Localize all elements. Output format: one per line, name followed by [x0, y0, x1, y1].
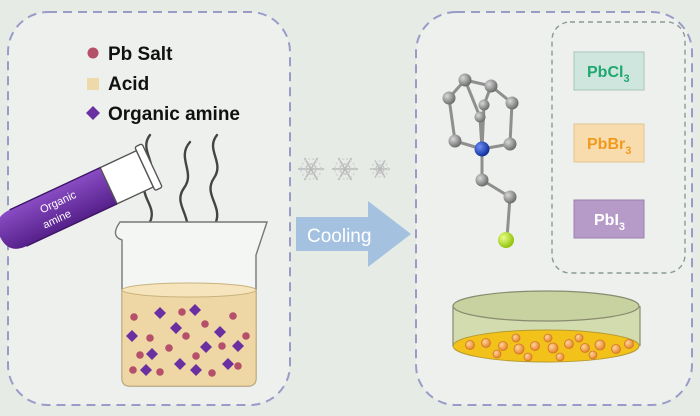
snowflake-icon [298, 157, 324, 181]
legend-label-organic-amine: Organic amine [108, 104, 240, 125]
product-pbbr3-subscript: 3 [625, 145, 631, 157]
beaker [114, 221, 268, 387]
organic-amine-particles [126, 304, 244, 376]
svg-text:PbCl3: PbCl3 [587, 64, 630, 85]
products-box [551, 21, 686, 274]
product-pbcl3-base: PbCl [587, 64, 623, 81]
pb-salt-particles [129, 308, 250, 377]
svg-text:PbBr3: PbBr3 [587, 136, 631, 157]
test-tube: Organic amine [0, 143, 163, 249]
product-pbi3-base: PbI [594, 212, 619, 229]
product-pbcl3: PbCl3 [573, 51, 645, 91]
pb-salt-marker [87, 47, 99, 59]
cooling-label: Cooling [307, 226, 371, 247]
organic-amine-marker [86, 106, 100, 120]
product-pbi3: PbI3 [573, 199, 645, 239]
snowflake-icon [370, 160, 390, 178]
product-pbbr3-base: PbBr [587, 136, 625, 153]
snowflake-icon [332, 157, 358, 181]
crystals [465, 333, 634, 362]
legend-label-pb-salt: Pb Salt [108, 44, 173, 65]
organic-cation-molecule [442, 73, 519, 248]
product-pbbr3: PbBr3 [573, 123, 645, 163]
product-pbi3-subscript: 3 [619, 221, 625, 233]
acid-marker [87, 78, 99, 90]
halogen-atom [498, 232, 514, 248]
product-pbcl3-subscript: 3 [623, 73, 629, 85]
legend-label-acid: Acid [108, 74, 149, 95]
cooling-arrow: Cooling [296, 201, 411, 267]
nitrogen-atom [474, 141, 490, 157]
svg-text:PbI3: PbI3 [594, 212, 625, 233]
legend: Pb Salt Acid Organic amine [86, 44, 240, 125]
snowflake-icons [298, 157, 390, 181]
